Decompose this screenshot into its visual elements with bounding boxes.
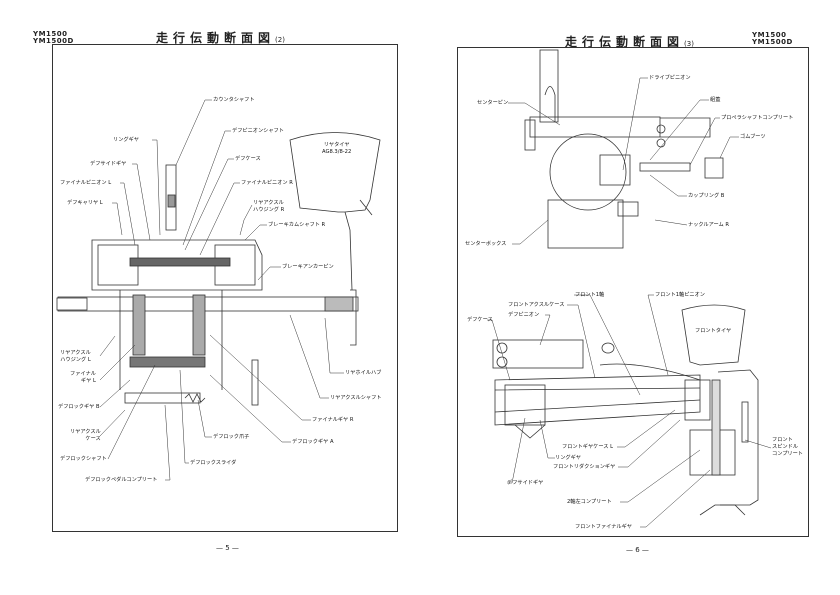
title-text: 走行伝動断面図 [565, 35, 685, 49]
label-line: リヤタイヤ [323, 142, 350, 148]
label-line: リヤアクスル [70, 429, 101, 435]
label-diff-case: デフケース [467, 317, 493, 323]
label-drive-pinion: ドライブピニオン [649, 75, 691, 81]
label-center-pin: センターピン [477, 100, 509, 106]
leader-lines-left [99, 99, 344, 481]
drawing-frame-left [52, 44, 398, 532]
label-diff-pinion-shaft: デフピニオンシャフト [232, 128, 284, 134]
label-center-box: センターボックス [465, 241, 507, 247]
model-name: YM1500 YM1500D [33, 31, 74, 45]
label-counter-shaft: カウンタシャフト [213, 97, 255, 103]
label-line: リヤアクスル [253, 200, 284, 206]
model-line: YM1500D [752, 38, 793, 46]
label-line: リヤアクスル [60, 350, 91, 356]
page-title: 走行伝動断面図(2) [156, 29, 285, 46]
page-number: — 6 — [626, 546, 649, 554]
label-rear-axle-housing-l: リヤアクスルハウジング L [60, 350, 91, 364]
label-propeller-shaft-complete: プロペラシャフトコンプリート [721, 115, 794, 121]
label-diff-side-gear: デフサイドギヤ [507, 480, 544, 486]
label-brake-anchor-pin: ブレーキアンカーピン [282, 264, 334, 270]
label-line: ケース [85, 436, 101, 442]
page-number: — 5 — [216, 544, 239, 552]
label-line: スピンドル [772, 444, 798, 450]
label-ring-gear: リングギヤ [555, 455, 581, 461]
label-front-shaft-1-pinion: フロント1軸ピニオン [655, 292, 705, 298]
label-diff-lock-claw: デフロック爪子 [213, 434, 250, 440]
drawing-frame-right [457, 47, 809, 537]
label-final-pinion-r: ファイナルピニオン R [241, 180, 293, 186]
label-front-gear-case-l: フロントギヤケース L [562, 444, 613, 450]
label-front-tire: フロントタイヤ [695, 328, 732, 334]
label-line: ファイナル [70, 371, 96, 377]
rear-axle-cross-section [56, 132, 381, 406]
label-diff-lock-gear-b: デフロックギヤ B [58, 404, 100, 410]
front-axle-cross-section [492, 304, 759, 516]
label-coupling-b: カップリング B [688, 193, 725, 199]
model-line: YM1500 [33, 30, 68, 38]
center-box-cross-section [524, 49, 724, 249]
label-diff-side-gear: デフサイドギヤ [90, 161, 127, 167]
label-cover: 組蓋 [710, 97, 721, 103]
leader-lines-right [487, 77, 772, 528]
title-text: 走行伝動断面図 [156, 31, 276, 45]
label-front-spindle-complete: フロントスピンドルコンプリート [772, 437, 803, 458]
label-rubber-boot: ゴムブーツ [740, 134, 766, 140]
label-front-final-gear: フロントファイナルギヤ [575, 524, 632, 530]
title-suffix: (3) [684, 40, 694, 48]
title-suffix: (2) [275, 36, 285, 44]
label-final-pinion-l: ファイナルピニオン L [60, 180, 112, 186]
label-diff-case: デフケース [235, 156, 261, 162]
label-ring-gear: リングギヤ [113, 137, 139, 143]
label-shaft-2-left-complete: 2軸左コンプリート [567, 499, 612, 505]
model-name: YM1500 YM1500D [752, 32, 793, 46]
model-line: YM1500 [752, 31, 787, 39]
label-final-gear-l: ファイナルギヤ L [70, 371, 96, 385]
label-brake-cam-shaft-r: ブレーキカムシャフト R [268, 222, 326, 228]
label-front-shaft-1: フロント1軸 [575, 292, 605, 298]
label-front-axle-case: フロントアクスルケース [508, 302, 565, 308]
label-knuckle-arm-r: ナックルアーム R [688, 222, 729, 228]
label-diff-lock-shaft: デフロックシャフト [60, 456, 107, 462]
label-line: ハウジング R [253, 207, 285, 213]
label-rear-axle-shaft: リヤアクスルシャフト [330, 395, 382, 401]
label-rear-axle-housing-r: リヤアクスルハウジング R [253, 200, 284, 214]
label-diff-lock-gear-a: デフロックギヤ A [292, 439, 334, 445]
label-diff-lock-slider: デフロックスライダ [190, 460, 237, 466]
label-front-reduction-gear: フロントリダクションギヤ [553, 464, 616, 470]
label-diff-carrier-l: デフキャリヤ L [67, 200, 103, 206]
label-line: フロント [772, 437, 793, 443]
label-line: AG8.3/8-22 [322, 149, 352, 155]
label-rear-axle-case: リヤアクスルケース [70, 429, 101, 443]
label-final-gear-r: ファイナルギヤ R [312, 417, 354, 423]
label-line: コンプリート [772, 451, 803, 457]
label-rear-wheel-hub: リヤホイルハブ [345, 370, 382, 376]
label-diff-pinion: デフピニオン [508, 312, 540, 318]
label-line: ギヤ L [80, 378, 96, 384]
page-title: 走行伝動断面図(3) [565, 33, 694, 50]
model-line: YM1500D [33, 37, 74, 45]
label-line: ハウジング L [60, 357, 91, 363]
label-diff-lock-pedal-complete: デフロックペダルコンプリート [85, 477, 158, 483]
